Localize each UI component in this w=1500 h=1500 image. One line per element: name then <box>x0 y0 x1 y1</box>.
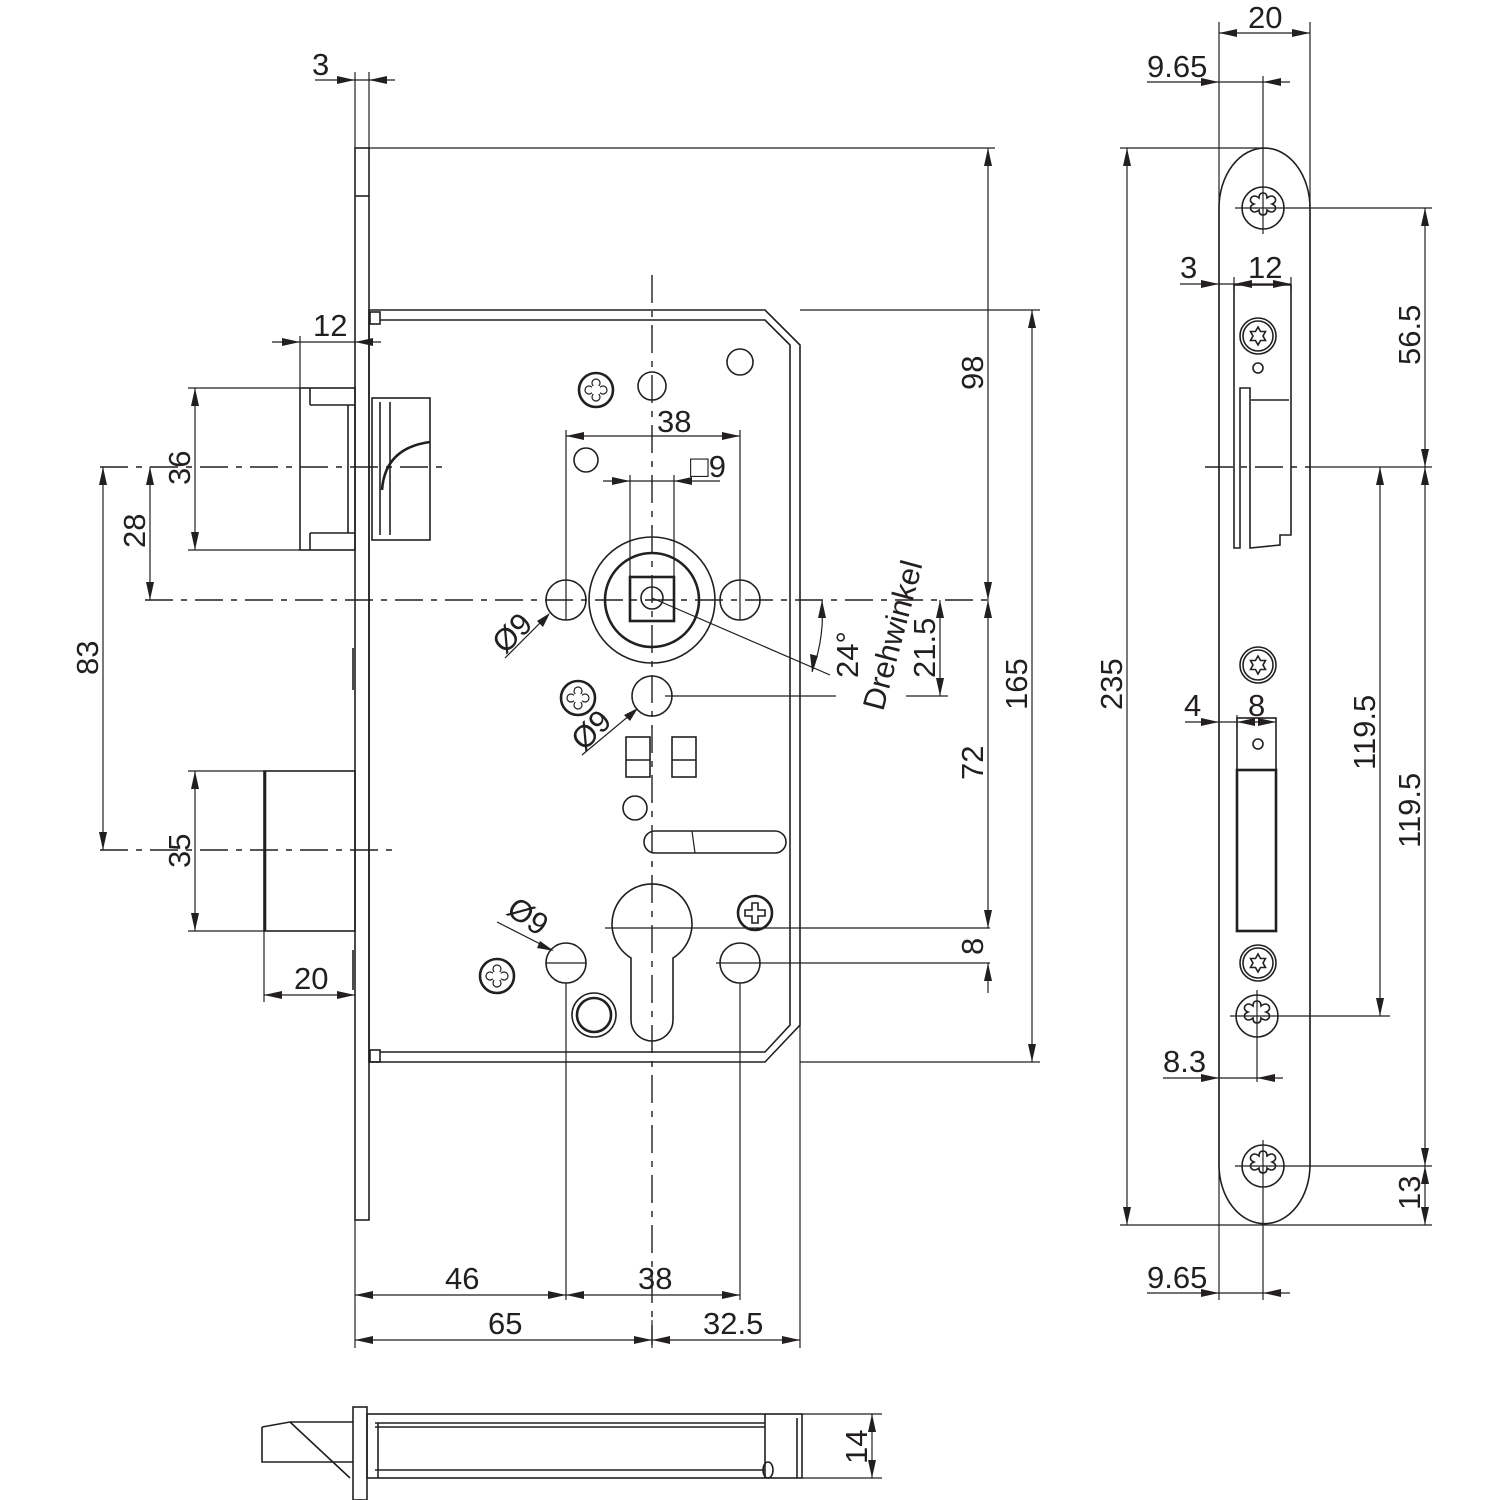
dim-bottom-screw-to-end: 13 <box>1392 1176 1427 1210</box>
dim-backset-holes: 46 <box>445 1261 479 1296</box>
torx-screw-icon <box>1239 317 1277 355</box>
dim-latch-to-bolt: 83 <box>70 641 105 675</box>
dim-latch-projection: 12 <box>313 308 347 343</box>
dim-rotation-angle: 24° <box>830 631 865 678</box>
dead-bolt <box>263 648 356 990</box>
dim-hole-dia-2: Ø9 <box>564 703 618 757</box>
dim-follower-square: □9 <box>690 449 726 484</box>
dim-faceplate-length: 235 <box>1094 658 1129 710</box>
dim-latch-slot-offset: 3 <box>1180 250 1197 285</box>
dim-case-thickness: 14 <box>839 1430 874 1464</box>
dim-latch-height: 36 <box>162 451 197 485</box>
dim-hole-dia-3: Ø9 <box>501 890 555 942</box>
screw-icon <box>736 894 774 932</box>
hole <box>571 992 617 1038</box>
dim-bolt-slot-offset: 4 <box>1184 688 1201 723</box>
faceplate-outline <box>1218 147 1311 1225</box>
dim-follower-to-cylinder: 72 <box>955 746 990 780</box>
dim-bolt-height: 35 <box>162 834 197 868</box>
screw-icon <box>478 957 516 995</box>
dim-top-screw-to-follower: 56.5 <box>1392 305 1427 365</box>
dim-follower-hole-spacing: 38 <box>657 404 691 439</box>
dim-latch-slot-width: 12 <box>1248 250 1282 285</box>
dim-hole-dia-1: Ø9 <box>485 606 539 660</box>
bottom-view: 14 <box>261 1406 882 1500</box>
slot <box>643 830 787 854</box>
dim-backset: 65 <box>488 1306 522 1341</box>
torx-screw-icon <box>1239 646 1277 684</box>
screw-icon <box>577 371 615 409</box>
dim-cylinder-offset: 8 <box>955 938 990 955</box>
dim-follower-to-hole: 21.5 <box>907 618 942 678</box>
front-view: 3 12 36 28 83 35 20 <box>70 47 1040 1348</box>
lock-case <box>368 309 801 1063</box>
dim-screw-offset-top: 9.65 <box>1147 49 1207 84</box>
dim-cylinder-hole-spacing: 38 <box>638 1261 672 1296</box>
dim-top-to-follower: 98 <box>955 356 990 390</box>
faceplate-view: 20 9.65 3 12 4 8 8.3 9.65 <box>1094 0 1432 1300</box>
dim-follower-to-bottom-screw: 119.5 <box>1392 773 1427 848</box>
dim-screw-center-offset: 8.3 <box>1163 1044 1206 1079</box>
hole <box>637 371 667 401</box>
dim-screw-offset-bottom: 9.65 <box>1147 1260 1207 1295</box>
hole <box>726 348 754 376</box>
dim-bolt-slot-width: 8 <box>1248 688 1265 723</box>
dim-bolt-throw: 20 <box>294 961 328 996</box>
hole <box>575 996 613 1034</box>
follower-hub <box>588 536 831 676</box>
hole <box>622 795 648 821</box>
dim-faceplate-width: 20 <box>1248 0 1282 35</box>
hole <box>573 447 599 473</box>
dim-faceplate-thickness: 3 <box>312 47 329 82</box>
dim-follower-to-lower-screw: 119.5 <box>1347 695 1382 770</box>
faceplate <box>354 147 370 1221</box>
torx-screw-icon <box>1239 944 1277 982</box>
cylinder-cutout <box>611 883 693 1042</box>
dim-latch-to-follower: 28 <box>117 514 152 548</box>
latch-bolt <box>299 387 431 551</box>
dim-backset-rear: 32.5 <box>703 1306 763 1341</box>
dim-case-height: 165 <box>999 658 1034 710</box>
